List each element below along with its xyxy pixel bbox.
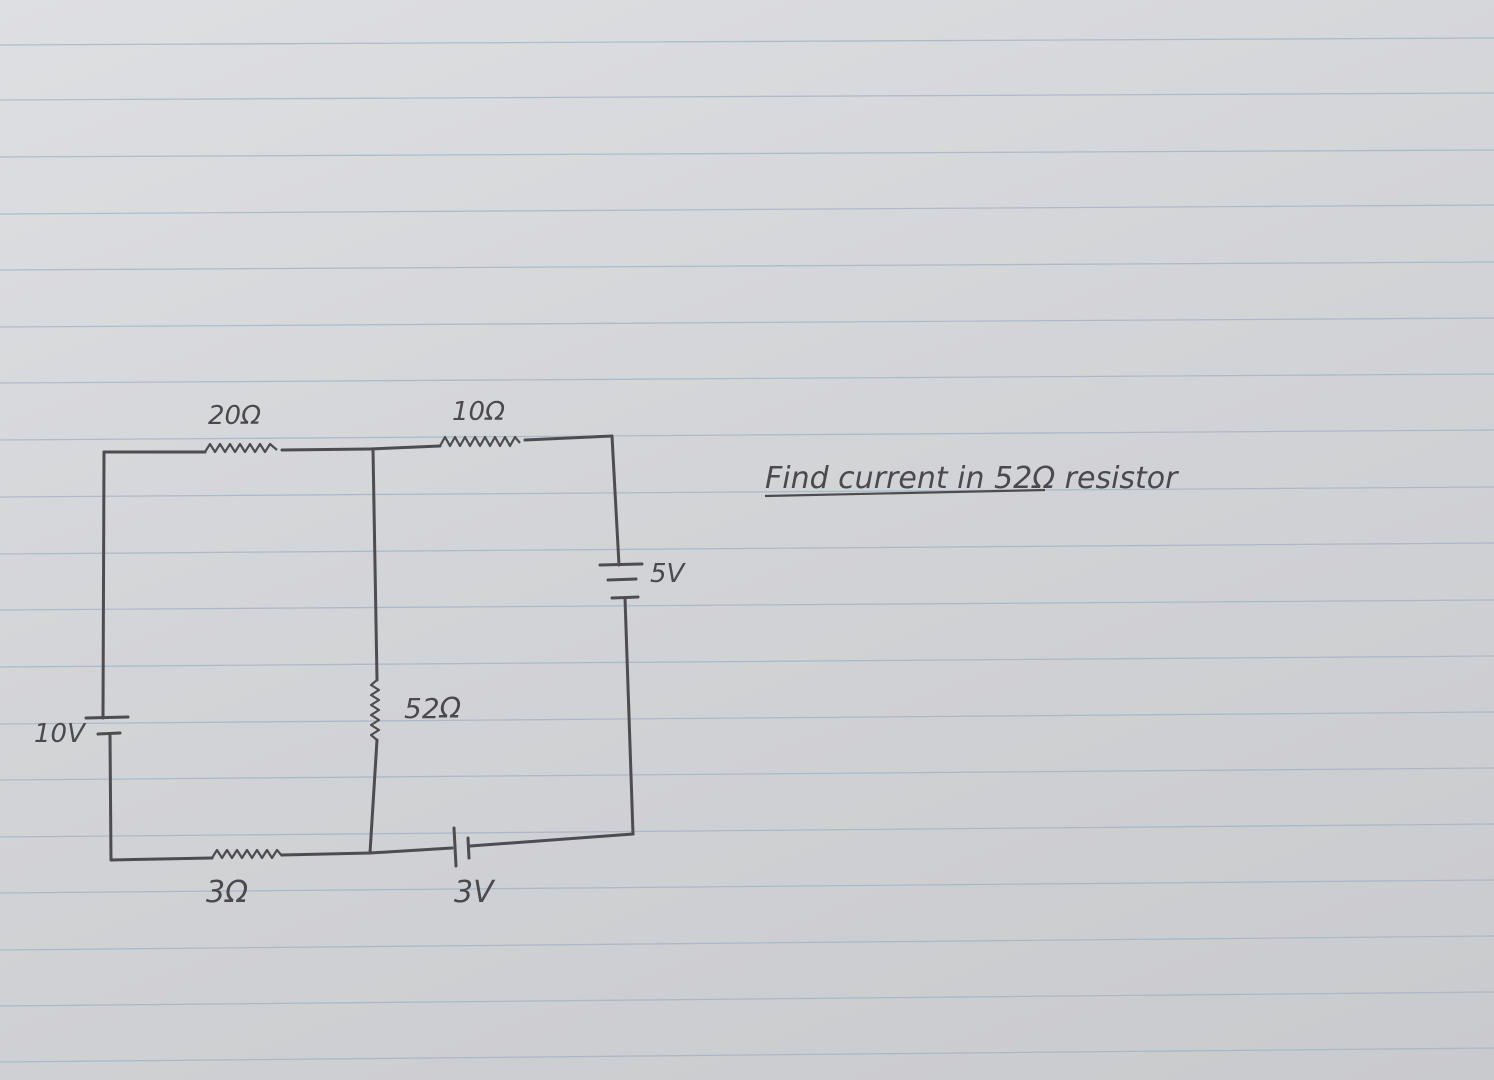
question-text: Find current in 52Ω resistor (765, 461, 1179, 496)
label-52-ohm: 52Ω (404, 692, 462, 725)
battery-3v (452, 826, 471, 868)
label-3-ohm: 3Ω (206, 875, 248, 910)
circuit-wires (101, 434, 635, 862)
battery-5v (598, 562, 644, 600)
label-10-ohm: 10Ω (452, 397, 505, 427)
label-20-ohm: 20Ω (208, 401, 261, 431)
ruled-lines (0, 37, 1494, 1063)
resistor-10-ohm (439, 435, 521, 448)
label-3v: 3V (454, 875, 496, 910)
resistor-20-ohm (204, 442, 278, 454)
resistor-3-ohm (211, 848, 283, 860)
resistor-52-ohm (369, 679, 381, 741)
label-10v: 10V (34, 719, 87, 749)
question-underline (764, 488, 1046, 498)
label-5v: 5V (650, 559, 687, 589)
battery-10v (84, 715, 130, 736)
